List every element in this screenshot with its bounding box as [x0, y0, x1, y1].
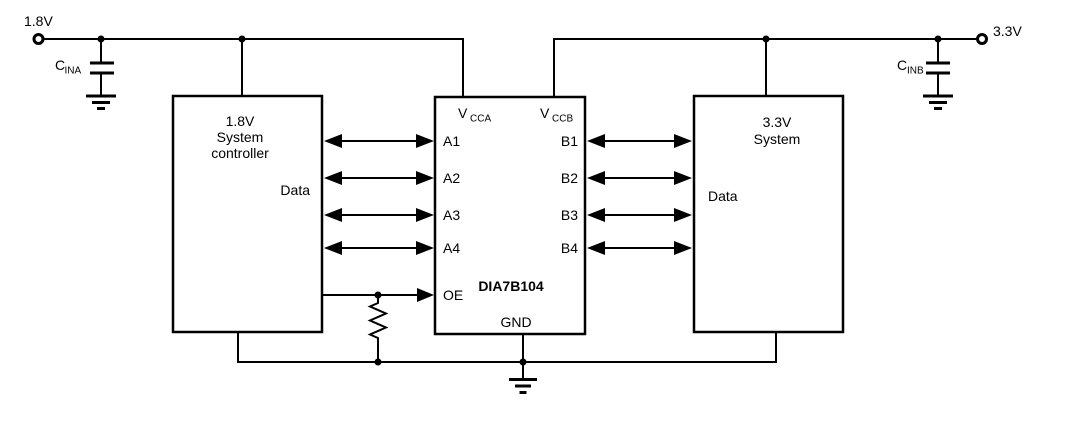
wire-rail-3v3 [553, 38, 976, 97]
pin-b1: B1 [561, 133, 578, 149]
data-arrows-b-side [587, 134, 692, 255]
bidirectional-arrow [324, 171, 434, 185]
capacitor-cina: C INA [55, 39, 116, 110]
pin-vcca: V [458, 105, 468, 121]
oe-net [322, 288, 434, 362]
arrowhead-icon [324, 241, 342, 255]
bidirectional-arrow [587, 134, 692, 148]
right-system-box: 3.3V System Data [692, 94, 845, 334]
arrowhead-icon [416, 134, 434, 148]
cap-label-cinb-sub: INB [907, 66, 924, 77]
arrowhead-icon [674, 171, 692, 185]
arrowhead-icon [587, 241, 605, 255]
pin-b3: B3 [561, 207, 578, 223]
arrowhead-icon [587, 134, 605, 148]
box-outline [433, 95, 587, 336]
cap-label-cinb: C [897, 57, 907, 73]
arrowhead-icon [416, 171, 434, 185]
pin-a3: A3 [443, 207, 460, 223]
capacitor-cinb: C INB [897, 39, 953, 110]
right-data-label: Data [708, 188, 738, 204]
arrowhead-icon [674, 208, 692, 222]
arrowhead-icon [416, 208, 434, 222]
cap-label-cina: C [55, 57, 65, 73]
junction-dot [238, 35, 246, 43]
pin-a4: A4 [443, 240, 460, 256]
bidirectional-arrow [587, 208, 692, 222]
left-box-line3: controller [211, 145, 269, 161]
right-box-line2: System [754, 131, 801, 147]
left-box-line1: 1.8V [226, 113, 255, 129]
chip-part-number: DIA7B104 [478, 278, 544, 294]
cap-label-cina-sub: INA [65, 66, 82, 77]
pin-b4: B4 [561, 240, 578, 256]
data-arrows-a-side [324, 134, 434, 255]
arrowhead-icon [324, 134, 342, 148]
arrowhead-icon [416, 241, 434, 255]
arrowhead-icon [324, 171, 342, 185]
arrowhead-icon [587, 208, 605, 222]
arrowhead-icon [674, 241, 692, 255]
arrowhead-icon [674, 134, 692, 148]
wire-ground-bus [237, 332, 777, 363]
junction-dot [762, 35, 770, 43]
box-outline [171, 94, 324, 334]
ground-bus [237, 332, 777, 394]
bidirectional-arrow [324, 134, 434, 148]
translator-chip-box: V CCA V CCB A1 A2 A3 A4 B1 B2 B3 B4 OE D… [433, 95, 587, 336]
arrowhead-icon [417, 288, 434, 302]
terminal-3v3-icon [976, 33, 988, 45]
left-system-box: 1.8V System controller Data [171, 94, 324, 334]
resistor-symbol [367, 295, 389, 362]
bidirectional-arrow [324, 208, 434, 222]
arrowhead-icon [324, 208, 342, 222]
arrowhead-icon [587, 171, 605, 185]
ground-symbol-icon [509, 378, 537, 394]
pin-b2: B2 [561, 170, 578, 186]
pin-vccb: V [540, 105, 550, 121]
ground-symbol-icon [923, 94, 953, 110]
pin-vccb-sub: CCB [552, 114, 573, 125]
bidirectional-arrow [587, 241, 692, 255]
power-rail-3v3: 3.3V [553, 23, 1022, 97]
power-rail-1v8: 1.8V [24, 13, 464, 97]
pin-a1: A1 [443, 133, 460, 149]
pin-oe: OE [443, 287, 463, 303]
ground-symbol-icon [86, 94, 116, 110]
supply-label-1v8: 1.8V [24, 13, 53, 29]
pin-gnd: GND [500, 314, 531, 330]
right-box-line1: 3.3V [763, 114, 792, 130]
bidirectional-arrow [324, 241, 434, 255]
left-data-label: Data [280, 182, 310, 198]
wire-rail-1v8 [44, 38, 464, 97]
supply-label-3v3: 3.3V [993, 23, 1022, 39]
box-outline [692, 94, 845, 334]
left-box-line2: System [217, 129, 264, 145]
terminal-1v8-icon [32, 33, 45, 45]
pin-vcca-sub: CCA [470, 114, 491, 125]
pin-a2: A2 [443, 170, 460, 186]
bidirectional-arrow [587, 171, 692, 185]
